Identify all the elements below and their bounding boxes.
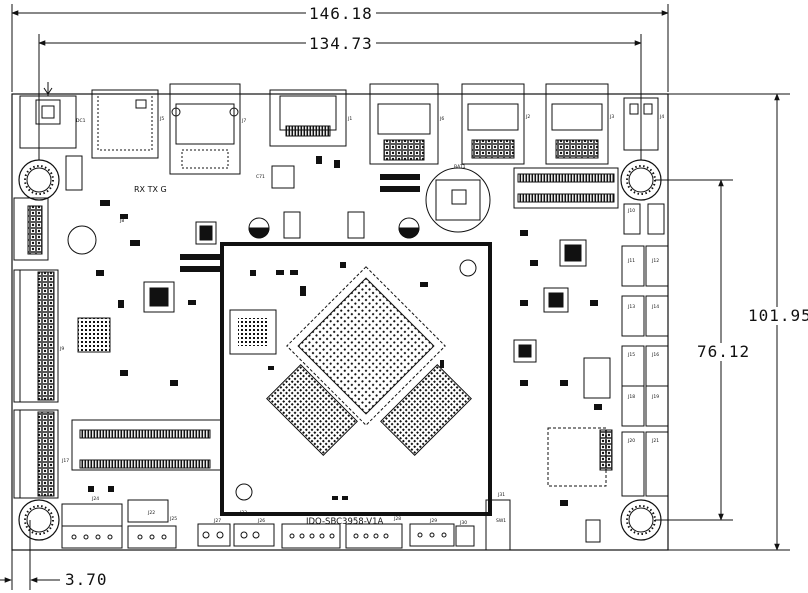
ref-label-j2: J2	[525, 114, 530, 120]
ref-label-j6: J6	[439, 116, 444, 122]
dimension-hole-offset	[0, 520, 60, 590]
hdmi-j1	[269, 89, 347, 147]
left-header-upper	[13, 269, 59, 403]
ref-label-j19: J19	[651, 394, 659, 400]
ethernet-j7	[169, 83, 241, 175]
label-overall-width: 146.18	[306, 5, 376, 23]
ref-label-j27: J27	[213, 518, 221, 524]
ref-label-bat1: BAT1	[454, 164, 466, 170]
led-labels-silkscreen: RX TX G	[134, 185, 167, 194]
ref-label-sw1: SW1	[496, 518, 506, 524]
serial-j3	[545, 83, 609, 165]
sodimm-slot	[71, 419, 223, 471]
ref-label-j28: J28	[393, 516, 401, 522]
ref-label-j25: J25	[169, 516, 177, 522]
ref-label-j10: J10	[627, 208, 635, 214]
ref-label-j3: J3	[609, 114, 614, 120]
mounting-hole-bottom-right	[620, 499, 662, 541]
label-overall-height: 101.95	[745, 307, 808, 325]
dc-jack	[19, 82, 77, 149]
left-header-lower	[13, 409, 59, 499]
ref-label-j24: J24	[91, 496, 99, 502]
ref-label-j21: J21	[651, 438, 659, 444]
left-ics	[65, 155, 217, 353]
serial-j2	[461, 83, 525, 165]
ref-label-j30: J30	[459, 520, 467, 526]
label-hole-spacing-height: 76.12	[694, 343, 754, 361]
smd-components	[88, 156, 602, 506]
ref-label-j29: J29	[429, 518, 437, 524]
ref-label-j17: J17	[61, 458, 69, 464]
connector-j5	[91, 89, 159, 159]
ref-label-dc1: DC1	[76, 118, 86, 124]
ref-label-j26: J26	[257, 518, 265, 524]
battery-holder	[425, 167, 491, 233]
som-module	[220, 242, 492, 516]
ref-label-j4: J4	[659, 114, 664, 120]
emmc-chip	[229, 309, 277, 355]
ref-label-j20: J20	[627, 438, 635, 444]
right-ics	[513, 239, 613, 487]
ref-label-j14: J14	[651, 304, 659, 310]
ref-label-c71: C71	[256, 174, 265, 180]
right-connectors-column	[621, 203, 669, 497]
ref-label-j9: J9	[59, 346, 64, 352]
ref-label-j31: J31	[497, 492, 505, 498]
capacitors	[248, 165, 420, 239]
mounting-hole-bottom-left	[18, 499, 60, 541]
ref-label-j7: J7	[241, 118, 246, 124]
ref-label-j8: J8	[119, 218, 124, 224]
ref-label-j16: J16	[651, 352, 659, 358]
ref-label-j12: J12	[651, 258, 659, 264]
ref-label-j5: J5	[159, 116, 164, 122]
ref-label-j1: J1	[347, 116, 352, 122]
ref-label-j11: J11	[627, 258, 635, 264]
label-hole-spacing-width: 134.73	[306, 35, 376, 53]
ref-label-j15: J15	[627, 352, 635, 358]
mounting-hole-top-left	[18, 159, 60, 201]
ram-chip-right	[380, 364, 472, 456]
ram-chip-left	[266, 364, 358, 456]
ref-label-j22: J22	[147, 510, 155, 516]
bottom-connectors	[61, 499, 601, 551]
ref-label-j18: J18	[627, 394, 635, 400]
connector-j4	[623, 97, 659, 151]
board-name-silkscreen: IDO-SBC3958-V1A	[306, 517, 383, 527]
ref-label-j23: J23	[239, 510, 247, 516]
mounting-hole-top-right	[620, 159, 662, 201]
label-hole-offset: 3.70	[62, 571, 111, 589]
ref-label-j13: J13	[627, 304, 635, 310]
left-header-small	[13, 197, 49, 261]
minipcie-slot	[513, 167, 619, 209]
vga-j6	[369, 83, 439, 165]
